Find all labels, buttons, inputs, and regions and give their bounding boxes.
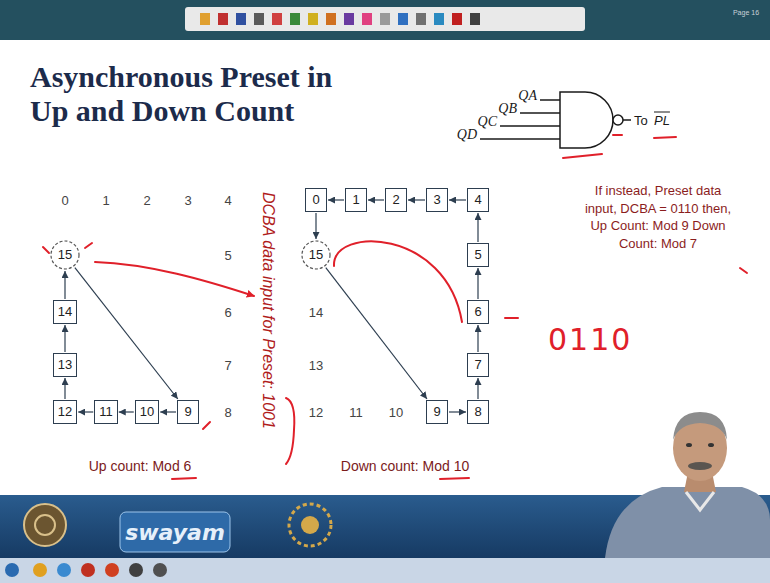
state-number: 14 (58, 305, 72, 319)
dashed-circle (51, 241, 79, 269)
transition-arrow (477, 325, 478, 352)
slide-title: Asynchronous Preset in Up and Down Count (30, 60, 370, 127)
state-number: 7 (224, 358, 231, 373)
preset-state-circle: 15 (50, 240, 80, 270)
mod-caption: Down count: Mod 10 (341, 458, 469, 474)
transition-arrow (160, 411, 176, 412)
header-band (0, 0, 770, 40)
state-box: 2 (385, 188, 407, 212)
side-note: If instead, Preset data input, DCBA = 01… (583, 182, 733, 252)
state-box: 6 (467, 300, 489, 324)
state-number: 0 (312, 193, 319, 207)
state-number: 9 (184, 405, 191, 419)
institute-logo-ring (35, 515, 55, 535)
state-number: 3 (433, 193, 440, 207)
transition-arrow (368, 199, 384, 200)
state-number: 12 (309, 405, 323, 420)
state-box: 14 (53, 300, 77, 324)
state-number: 8 (474, 405, 481, 419)
state-box: 8 (467, 400, 489, 424)
state-number: 6 (224, 305, 231, 320)
state-number: 11 (349, 405, 363, 420)
state-number: 5 (224, 248, 231, 263)
toolbar-icons (200, 13, 480, 25)
swayam-logo: swayam (125, 520, 225, 545)
taskbar (0, 558, 770, 583)
transition-arrow (315, 213, 316, 239)
state-box: 13 (53, 353, 77, 377)
state-box: 5 (467, 243, 489, 267)
state-number: 14 (309, 305, 323, 320)
state-box: 10 (135, 400, 159, 424)
transition-arrow (449, 199, 466, 200)
page-number: Page 16 (733, 9, 759, 16)
transition-arrow (328, 199, 344, 200)
state-number: 11 (99, 405, 113, 419)
state-number: 9 (433, 405, 440, 419)
input-label: QD (457, 127, 477, 143)
output-label: To (634, 113, 648, 128)
state-number: 5 (474, 248, 481, 262)
handwritten-note: 0110 (548, 322, 632, 357)
transition-arrow (449, 411, 466, 412)
state-number: 1 (102, 193, 109, 208)
preset-note: DCBA data input for Preset: 1001 (259, 192, 277, 429)
state-box: 3 (426, 188, 448, 212)
state-box: 12 (53, 400, 77, 424)
state-box: 0 (305, 188, 327, 212)
transition-arrow (477, 378, 478, 399)
state-number: 15 (58, 248, 72, 262)
state-number: 0 (61, 193, 68, 208)
input-label: QC (478, 114, 497, 130)
lecturer-figure (605, 412, 770, 558)
nptel-logo (289, 504, 331, 546)
transition-arrow (75, 268, 178, 399)
mod-caption: Up count: Mod 6 (89, 458, 192, 474)
state-number: 13 (58, 358, 72, 372)
transition-arrow (326, 268, 427, 399)
state-number: 2 (392, 193, 399, 207)
signal-name: PL (654, 113, 670, 128)
state-number: 4 (474, 193, 481, 207)
state-number: 10 (140, 405, 154, 419)
nand-gate (480, 92, 631, 148)
state-number: 13 (309, 358, 323, 373)
state-box: 1 (345, 188, 367, 212)
input-label: QB (498, 101, 517, 117)
state-number: 7 (474, 358, 481, 372)
preset-state-circle: 15 (301, 240, 331, 270)
taskbar-icons (5, 563, 167, 577)
state-number: 10 (389, 405, 403, 420)
state-number: 6 (474, 305, 481, 319)
red-annotations (43, 135, 747, 479)
state-box: 9 (177, 400, 199, 424)
state-number: 3 (184, 193, 191, 208)
swayam-logo-plate (120, 512, 230, 552)
transition-arrow (64, 325, 65, 352)
state-number: 8 (224, 405, 231, 420)
state-number: 2 (143, 193, 150, 208)
input-label: QA (518, 88, 537, 104)
transition-arrow (64, 271, 65, 299)
transition-arrow (408, 199, 425, 200)
institute-logo (24, 504, 66, 546)
pen-toolbar (185, 7, 585, 31)
transition-arrow (477, 213, 478, 242)
state-number: 15 (309, 248, 323, 262)
transition-arrow (78, 411, 93, 412)
state-number: 12 (58, 405, 72, 419)
state-box: 9 (426, 400, 448, 424)
nptel-logo-core (301, 516, 319, 534)
state-box: 4 (467, 188, 489, 212)
state-box: 7 (467, 353, 489, 377)
dashed-circle (302, 241, 330, 269)
transition-arrow (477, 268, 478, 299)
transition-arrow (119, 411, 134, 412)
state-number: 1 (352, 193, 359, 207)
state-box: 11 (94, 400, 118, 424)
transition-arrow (64, 378, 65, 399)
state-number: 4 (224, 193, 231, 208)
